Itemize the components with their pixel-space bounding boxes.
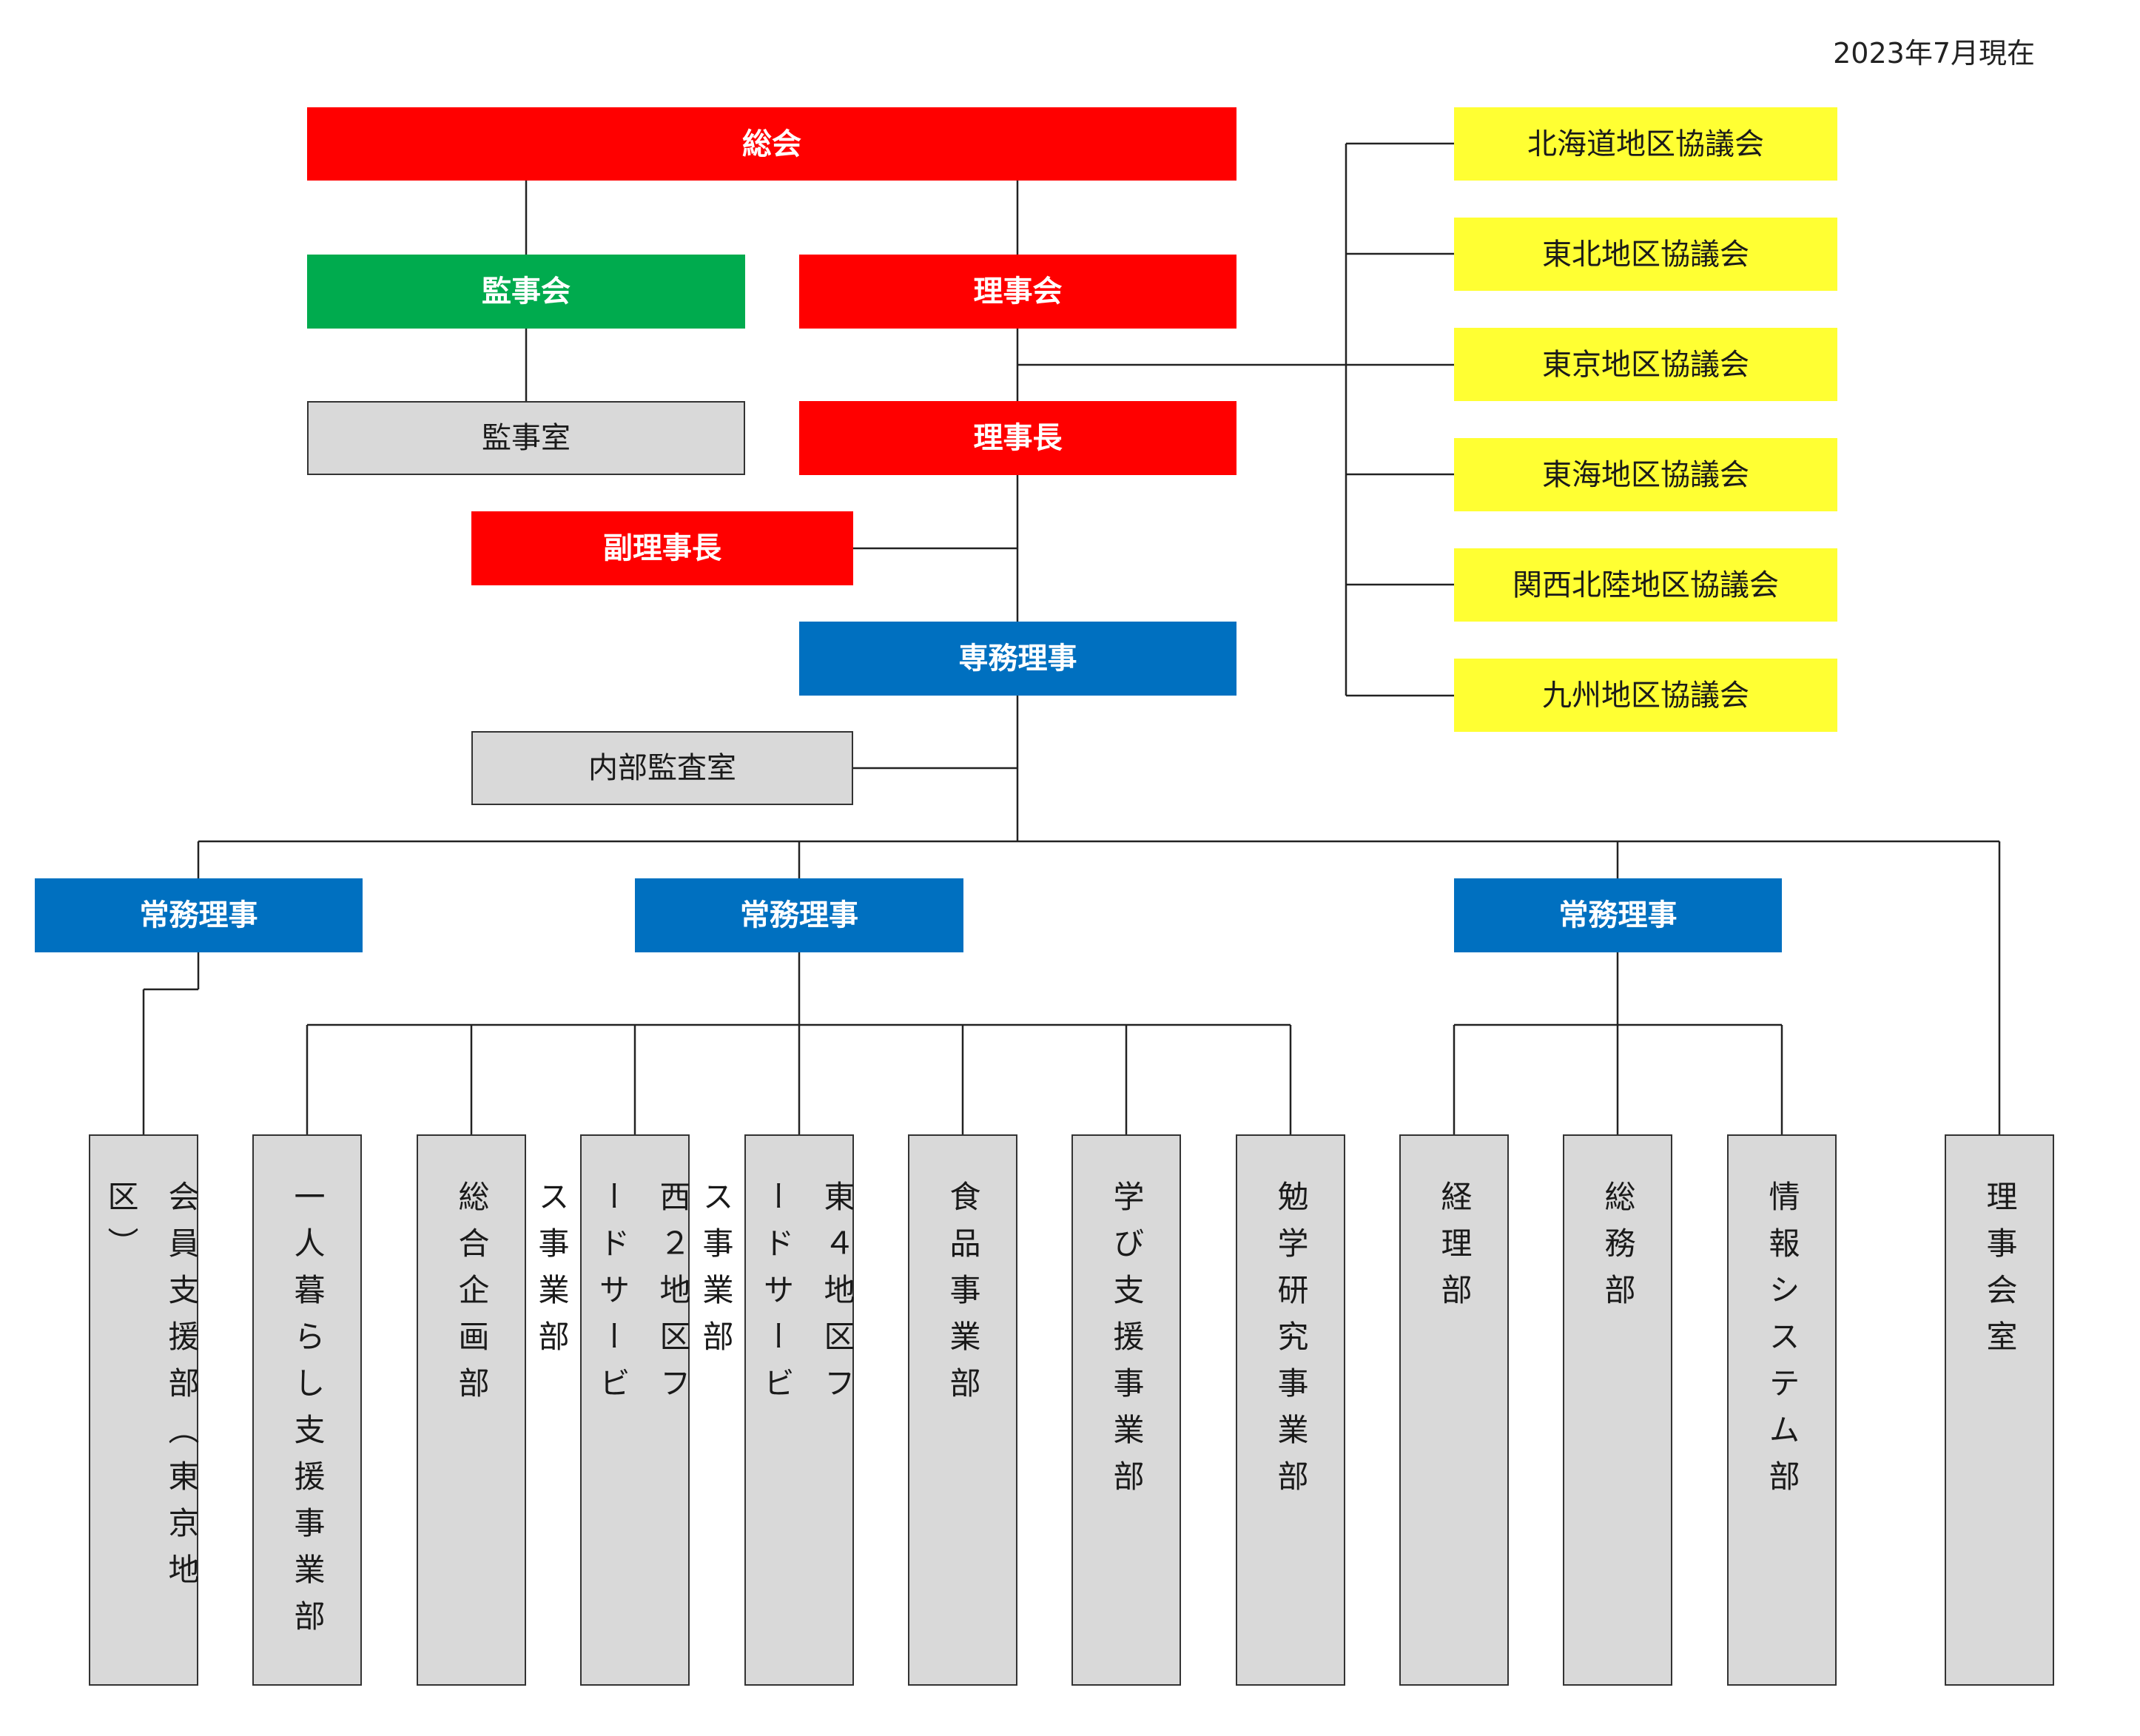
audit-office-label: 監事室 bbox=[482, 421, 571, 455]
managing-director-box: 常務理事 bbox=[1454, 878, 1782, 952]
department-label: 総合企画部 bbox=[454, 1180, 490, 1413]
regional-council-box: 北海道地区協議会 bbox=[1454, 107, 1837, 181]
chairman-label: 理事長 bbox=[973, 421, 1063, 455]
general-meeting-box: 総会 bbox=[307, 107, 1236, 181]
regional-council-label: 九州地区協議会 bbox=[1542, 678, 1749, 713]
department-box: 会員支援部（東京地区） bbox=[89, 1134, 200, 1686]
senior-director-label: 専務理事 bbox=[958, 642, 1077, 676]
department-label: 総務部 bbox=[1600, 1180, 1636, 1320]
regional-council-box: 東北地区協議会 bbox=[1454, 218, 1837, 291]
senior-director-box: 専務理事 bbox=[799, 622, 1236, 696]
regional-council-label: 北海道地区協議会 bbox=[1527, 127, 1764, 161]
auditors-board-label: 監事会 bbox=[482, 275, 571, 309]
department-box: 学び支援事業部 bbox=[1071, 1134, 1181, 1686]
department-box: 総務部 bbox=[1563, 1134, 1672, 1686]
chairman-box: 理事長 bbox=[799, 401, 1236, 475]
date-label: 2023年7月現在 bbox=[1833, 37, 2035, 70]
regional-council-box: 九州地区協議会 bbox=[1454, 659, 1837, 732]
managing-director-box: 常務理事 bbox=[35, 878, 363, 952]
auditors-board-box: 監事会 bbox=[307, 255, 745, 329]
department-box: 西２地区フードサービス事業部 bbox=[534, 1134, 691, 1686]
regional-council-box: 関西北陸地区協議会 bbox=[1454, 548, 1837, 622]
regional-council-box: 東海地区協議会 bbox=[1454, 438, 1837, 511]
audit-office-box: 監事室 bbox=[307, 401, 745, 475]
general-meeting-label: 総会 bbox=[742, 127, 801, 161]
board-of-directors-label: 理事会 bbox=[973, 275, 1063, 309]
managing-director-box: 常務理事 bbox=[635, 878, 963, 952]
managing-director-label: 常務理事 bbox=[740, 898, 858, 932]
department-box: 勉学研究事業部 bbox=[1236, 1134, 1345, 1686]
department-label: 一人暮らし支援事業部 bbox=[289, 1180, 326, 1646]
department-box: 食品事業部 bbox=[908, 1134, 1017, 1686]
department-box: 情報システム部 bbox=[1727, 1134, 1837, 1686]
department-box: 一人暮らし支援事業部 bbox=[252, 1134, 362, 1686]
regional-council-label: 関西北陸地区協議会 bbox=[1513, 568, 1779, 602]
regional-council-label: 東海地区協議会 bbox=[1542, 457, 1749, 492]
regional-council-label: 東北地区協議会 bbox=[1542, 237, 1749, 272]
department-label: 西２地区フードサービス事業部 bbox=[534, 1180, 691, 1413]
managing-director-label: 常務理事 bbox=[139, 898, 258, 932]
internal-audit-box: 内部監査室 bbox=[471, 731, 853, 805]
board-of-directors-box: 理事会 bbox=[799, 255, 1236, 329]
regional-council-box: 東京地区協議会 bbox=[1454, 328, 1837, 401]
department-label: 学び支援事業部 bbox=[1108, 1180, 1145, 1507]
regional-council-label: 東京地区協議会 bbox=[1542, 347, 1749, 382]
vice-chairman-label: 副理事長 bbox=[603, 531, 721, 565]
department-box: 東４地区フードサービス事業部 bbox=[698, 1134, 855, 1686]
department-label: 理事会室 bbox=[1982, 1180, 2018, 1367]
internal-audit-label: 内部監査室 bbox=[588, 751, 736, 785]
department-label: 情報システム部 bbox=[1764, 1180, 1800, 1507]
department-label: 東４地区フードサービス事業部 bbox=[698, 1180, 855, 1413]
department-label: 勉学研究事業部 bbox=[1273, 1180, 1309, 1507]
vice-chairman-box: 副理事長 bbox=[471, 511, 853, 585]
department-box: 経理部 bbox=[1399, 1134, 1509, 1686]
department-box: 総合企画部 bbox=[417, 1134, 526, 1686]
department-box: 理事会室 bbox=[1945, 1134, 2054, 1686]
department-label: 食品事業部 bbox=[945, 1180, 981, 1413]
managing-director-label: 常務理事 bbox=[1558, 898, 1678, 932]
department-label: 経理部 bbox=[1436, 1180, 1473, 1320]
department-label: 会員支援部（東京地区） bbox=[103, 1180, 200, 1600]
